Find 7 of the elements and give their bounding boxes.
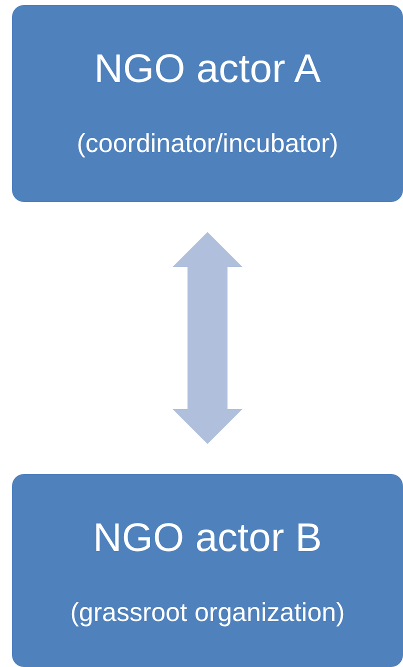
actor-name: NGO actor B — [92, 516, 323, 561]
actor-role: (coordinator/incubator) — [76, 128, 340, 159]
actor-box — [12, 474, 403, 667]
actor-box — [12, 5, 403, 202]
actor-name: NGO actor A — [93, 47, 322, 92]
double-arrow — [172, 232, 242, 444]
actor-role: (grassroot organization) — [69, 597, 346, 628]
